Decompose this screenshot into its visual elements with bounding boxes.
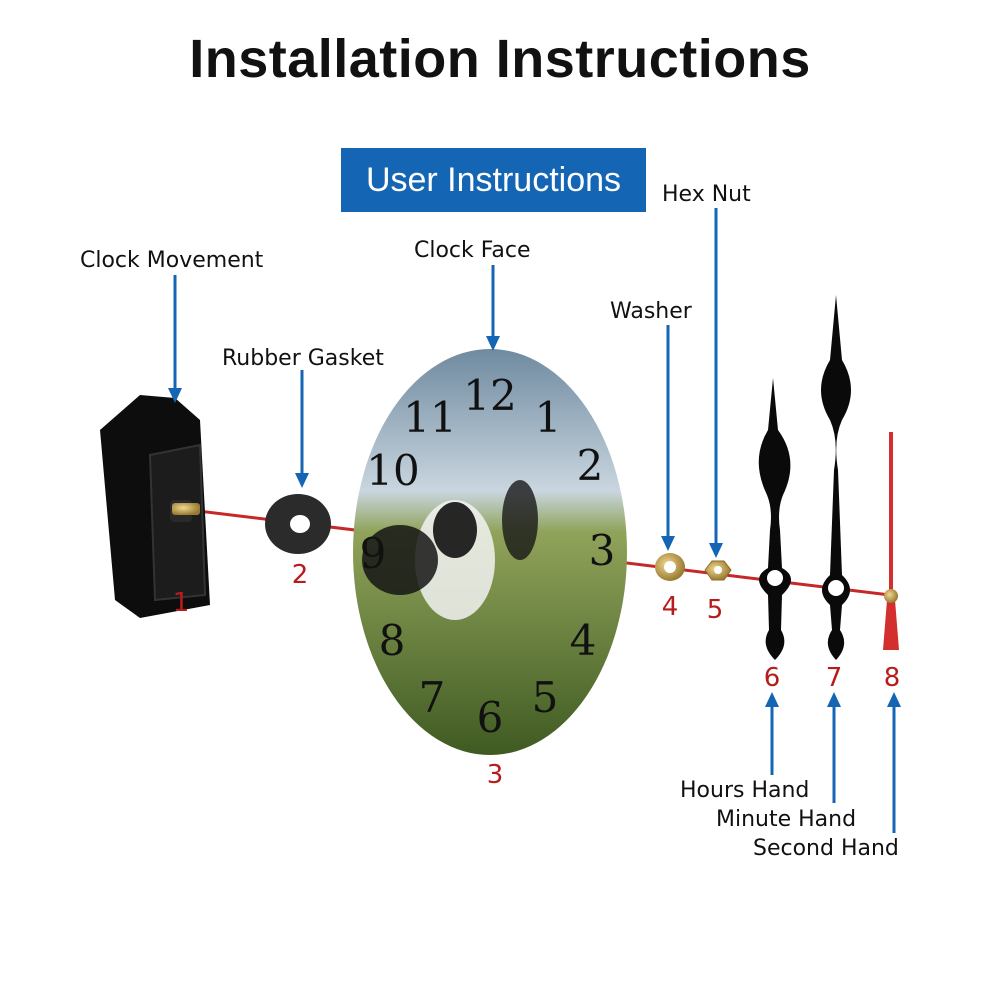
label-clock-movement: Clock Movement bbox=[80, 248, 264, 273]
dial-numeral: 7 bbox=[419, 673, 446, 722]
label-clock-face: Clock Face bbox=[414, 238, 531, 263]
user-instructions-banner: User Instructions bbox=[341, 148, 646, 212]
dial-numeral: 11 bbox=[403, 393, 456, 442]
dial-numeral: 6 bbox=[477, 693, 504, 742]
dial-numeral: 9 bbox=[360, 529, 387, 578]
dial-numeral: 5 bbox=[532, 673, 559, 722]
dial-numeral: 10 bbox=[366, 446, 419, 495]
dial-numeral: 12 bbox=[463, 371, 516, 420]
label-second-hand: Second Hand bbox=[753, 836, 899, 861]
second-hand bbox=[883, 432, 899, 650]
clock-face: 12 1 2 3 4 5 6 7 8 9 10 11 bbox=[353, 349, 627, 755]
label-arrows bbox=[168, 208, 901, 833]
label-washer: Washer bbox=[610, 299, 692, 324]
part-number-6: 6 bbox=[763, 663, 781, 693]
dial-numeral: 1 bbox=[535, 393, 562, 442]
part-number-7: 7 bbox=[825, 663, 843, 693]
clock-movement bbox=[100, 395, 210, 618]
rubber-gasket bbox=[265, 494, 331, 554]
hours-hand bbox=[758, 378, 791, 660]
label-hex-nut: Hex Nut bbox=[662, 182, 751, 207]
dial-numeral: 8 bbox=[379, 616, 406, 665]
dial-numeral: 4 bbox=[570, 616, 597, 665]
part-number-4: 4 bbox=[661, 592, 679, 622]
minute-hand bbox=[821, 295, 851, 660]
label-minute-hand: Minute Hand bbox=[716, 807, 857, 832]
dial-numeral: 2 bbox=[577, 441, 604, 490]
part-number-8: 8 bbox=[883, 663, 901, 693]
part-number-1: 1 bbox=[172, 588, 190, 618]
part-number-3: 3 bbox=[486, 760, 504, 790]
page-title: Installation Instructions bbox=[189, 29, 811, 89]
label-hours-hand: Hours Hand bbox=[680, 778, 810, 803]
washer bbox=[655, 553, 685, 581]
label-rubber-gasket: Rubber Gasket bbox=[222, 346, 384, 371]
part-number-5: 5 bbox=[706, 595, 724, 625]
hex-nut bbox=[704, 560, 732, 581]
part-number-2: 2 bbox=[291, 560, 309, 590]
dial-numeral: 3 bbox=[589, 526, 616, 575]
